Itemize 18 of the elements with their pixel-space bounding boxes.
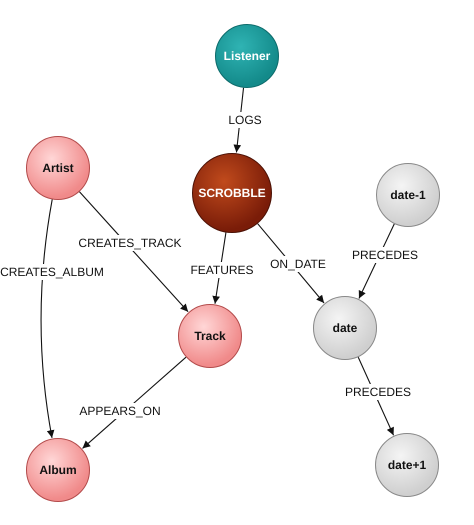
edge-label: CREATES_ALBUM xyxy=(0,264,106,280)
node-label: date xyxy=(332,321,358,335)
node-label: Listener xyxy=(224,49,270,63)
edge-label: CREATES_TRACK xyxy=(76,235,184,251)
edge-label: LOGS xyxy=(226,112,264,128)
node-label: date-1 xyxy=(390,188,426,202)
arrow xyxy=(40,199,54,438)
node-label: SCROBBLE xyxy=(198,186,266,200)
edge-label: FEATURES xyxy=(188,262,256,278)
node-label: Artist xyxy=(42,161,74,175)
arrow xyxy=(79,191,188,312)
node-label: Album xyxy=(39,463,77,477)
node-label: date+1 xyxy=(388,458,426,472)
edge-label: APPEARS_ON xyxy=(77,403,163,419)
edge-label: PRECEDES xyxy=(350,247,420,263)
edge-label: PRECEDES xyxy=(342,384,414,400)
edge-label: ON_DATE xyxy=(268,256,328,272)
node-label: Track xyxy=(194,329,226,343)
